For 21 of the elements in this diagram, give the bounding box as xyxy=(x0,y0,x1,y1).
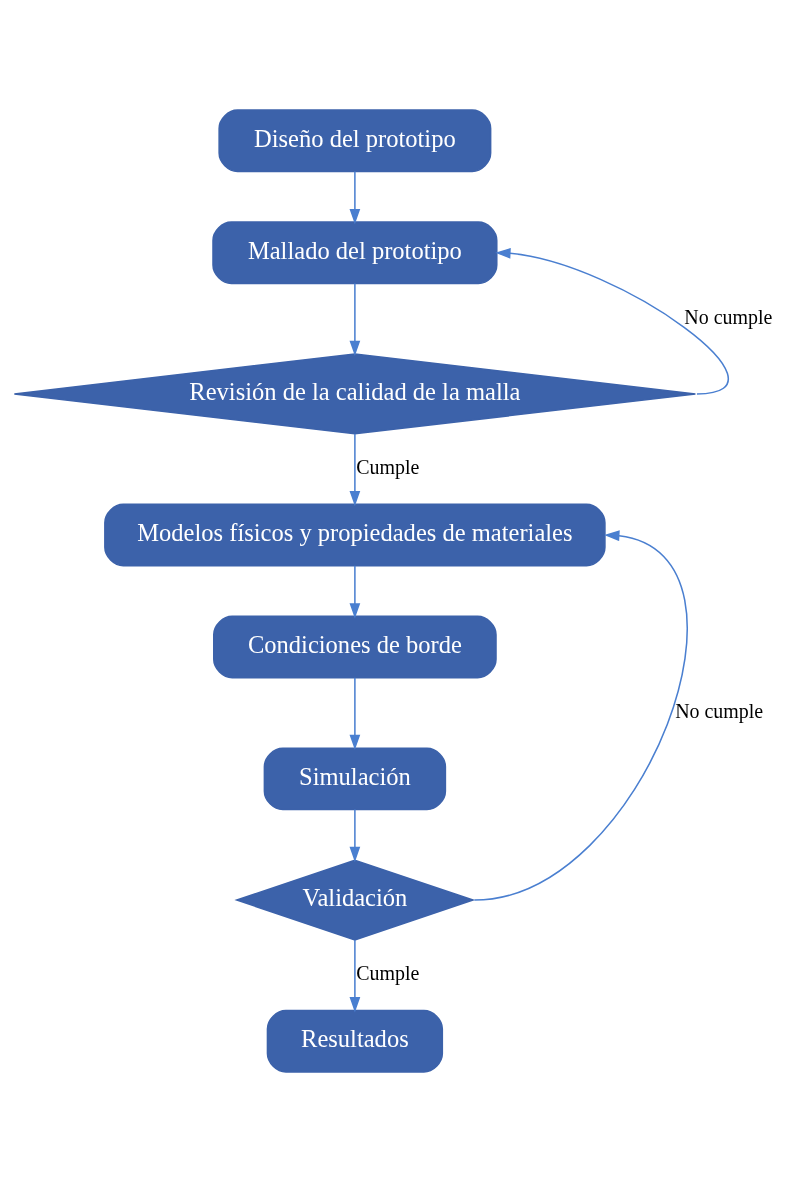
arrow xyxy=(349,282,361,356)
edge-label: No cumple xyxy=(675,700,764,723)
arrow xyxy=(349,170,361,225)
arrow xyxy=(349,808,361,863)
arrow xyxy=(349,433,361,507)
node-box: Modelos físicos y propiedades de materiales xyxy=(104,503,606,567)
arrow xyxy=(495,248,729,395)
node-diamond: Validación xyxy=(234,859,476,941)
node-box: Resultados xyxy=(266,1009,444,1073)
arrow xyxy=(349,677,361,751)
node-box: Mallado del prototipo xyxy=(212,221,498,285)
node-box: Condiciones de borde xyxy=(213,615,497,679)
edge-label: Cumple xyxy=(356,962,420,985)
edge-label: No cumple xyxy=(684,305,773,328)
arrow xyxy=(349,564,361,619)
node-box: Diseño del prototipo xyxy=(218,109,492,173)
node-diamond: Revisión de la calidad de la malla xyxy=(13,353,697,435)
edge-label: Cumple xyxy=(356,456,420,479)
arrow xyxy=(349,939,361,1013)
arrow xyxy=(473,530,688,901)
node-box: Simulación xyxy=(263,747,447,811)
